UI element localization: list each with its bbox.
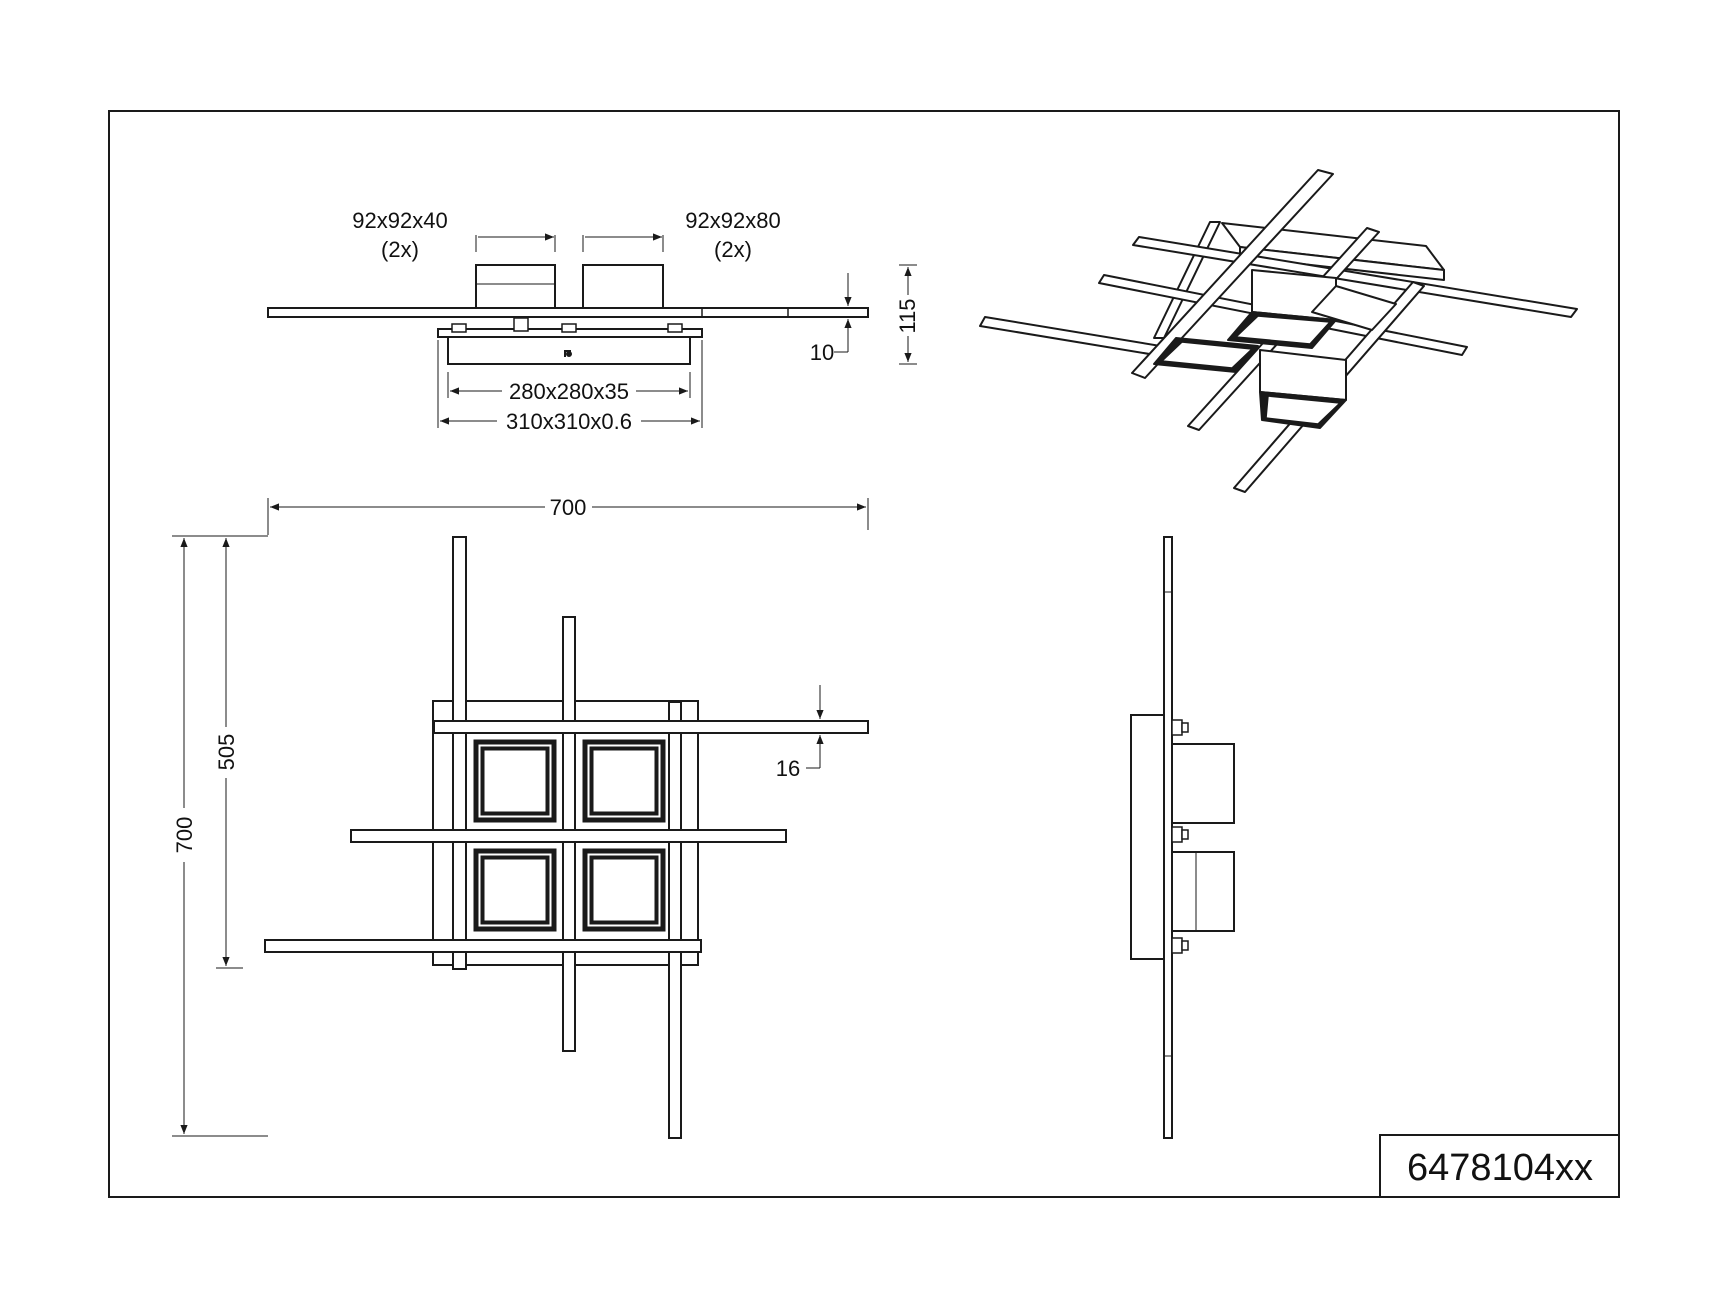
part-number-box: [1379, 1134, 1620, 1198]
cube-large-label: 92x92x80: [685, 208, 780, 233]
isometric-view: [979, 169, 1578, 493]
top-cube-1: [473, 739, 557, 823]
cube-small-qty: (2x): [381, 237, 419, 262]
cube-large-qty: (2x): [714, 237, 752, 262]
side-profile-view: [1130, 536, 1235, 1139]
profile-body: [1130, 714, 1165, 960]
side-body: [447, 336, 691, 365]
top-bar-horizontal-middle: [350, 829, 787, 843]
profile-cube-upper: [1171, 743, 1235, 824]
plate-size-label: 310x310x0.6: [506, 409, 632, 434]
bar-width-label: 16: [776, 756, 800, 781]
bar-thickness-label: 10: [810, 340, 834, 365]
top-cube-3: [473, 848, 557, 932]
bar-span-label: 505: [214, 734, 239, 771]
side-bar: [267, 307, 869, 318]
side-cube-large: [582, 264, 664, 309]
top-cube-4: [582, 848, 666, 932]
top-bar-horizontal-upper: [433, 720, 869, 734]
top-bar-vertical-left: [452, 536, 467, 970]
top-cube-2: [582, 739, 666, 823]
side-cube-small: [475, 264, 556, 309]
drawing-frame: [108, 110, 1620, 1198]
body-size-label: 280x280x35: [509, 379, 629, 404]
top-width-label: 700: [550, 495, 587, 520]
top-bar-vertical-right: [668, 701, 682, 1139]
total-height-label: 115: [895, 298, 920, 333]
top-view: 700 700 505 16: [172, 495, 869, 1139]
top-bar-horizontal-lower: [264, 939, 702, 953]
profile-plate: [1163, 536, 1173, 1139]
top-height-label: 700: [172, 817, 197, 854]
profile-cube-lower: [1171, 851, 1235, 932]
side-view: 92x92x40 (2x) 92x92x80 (2x) 10 115 280x2…: [267, 208, 920, 434]
cube-small-label: 92x92x40: [352, 208, 447, 233]
part-number: 6478104xx: [1407, 1147, 1593, 1189]
